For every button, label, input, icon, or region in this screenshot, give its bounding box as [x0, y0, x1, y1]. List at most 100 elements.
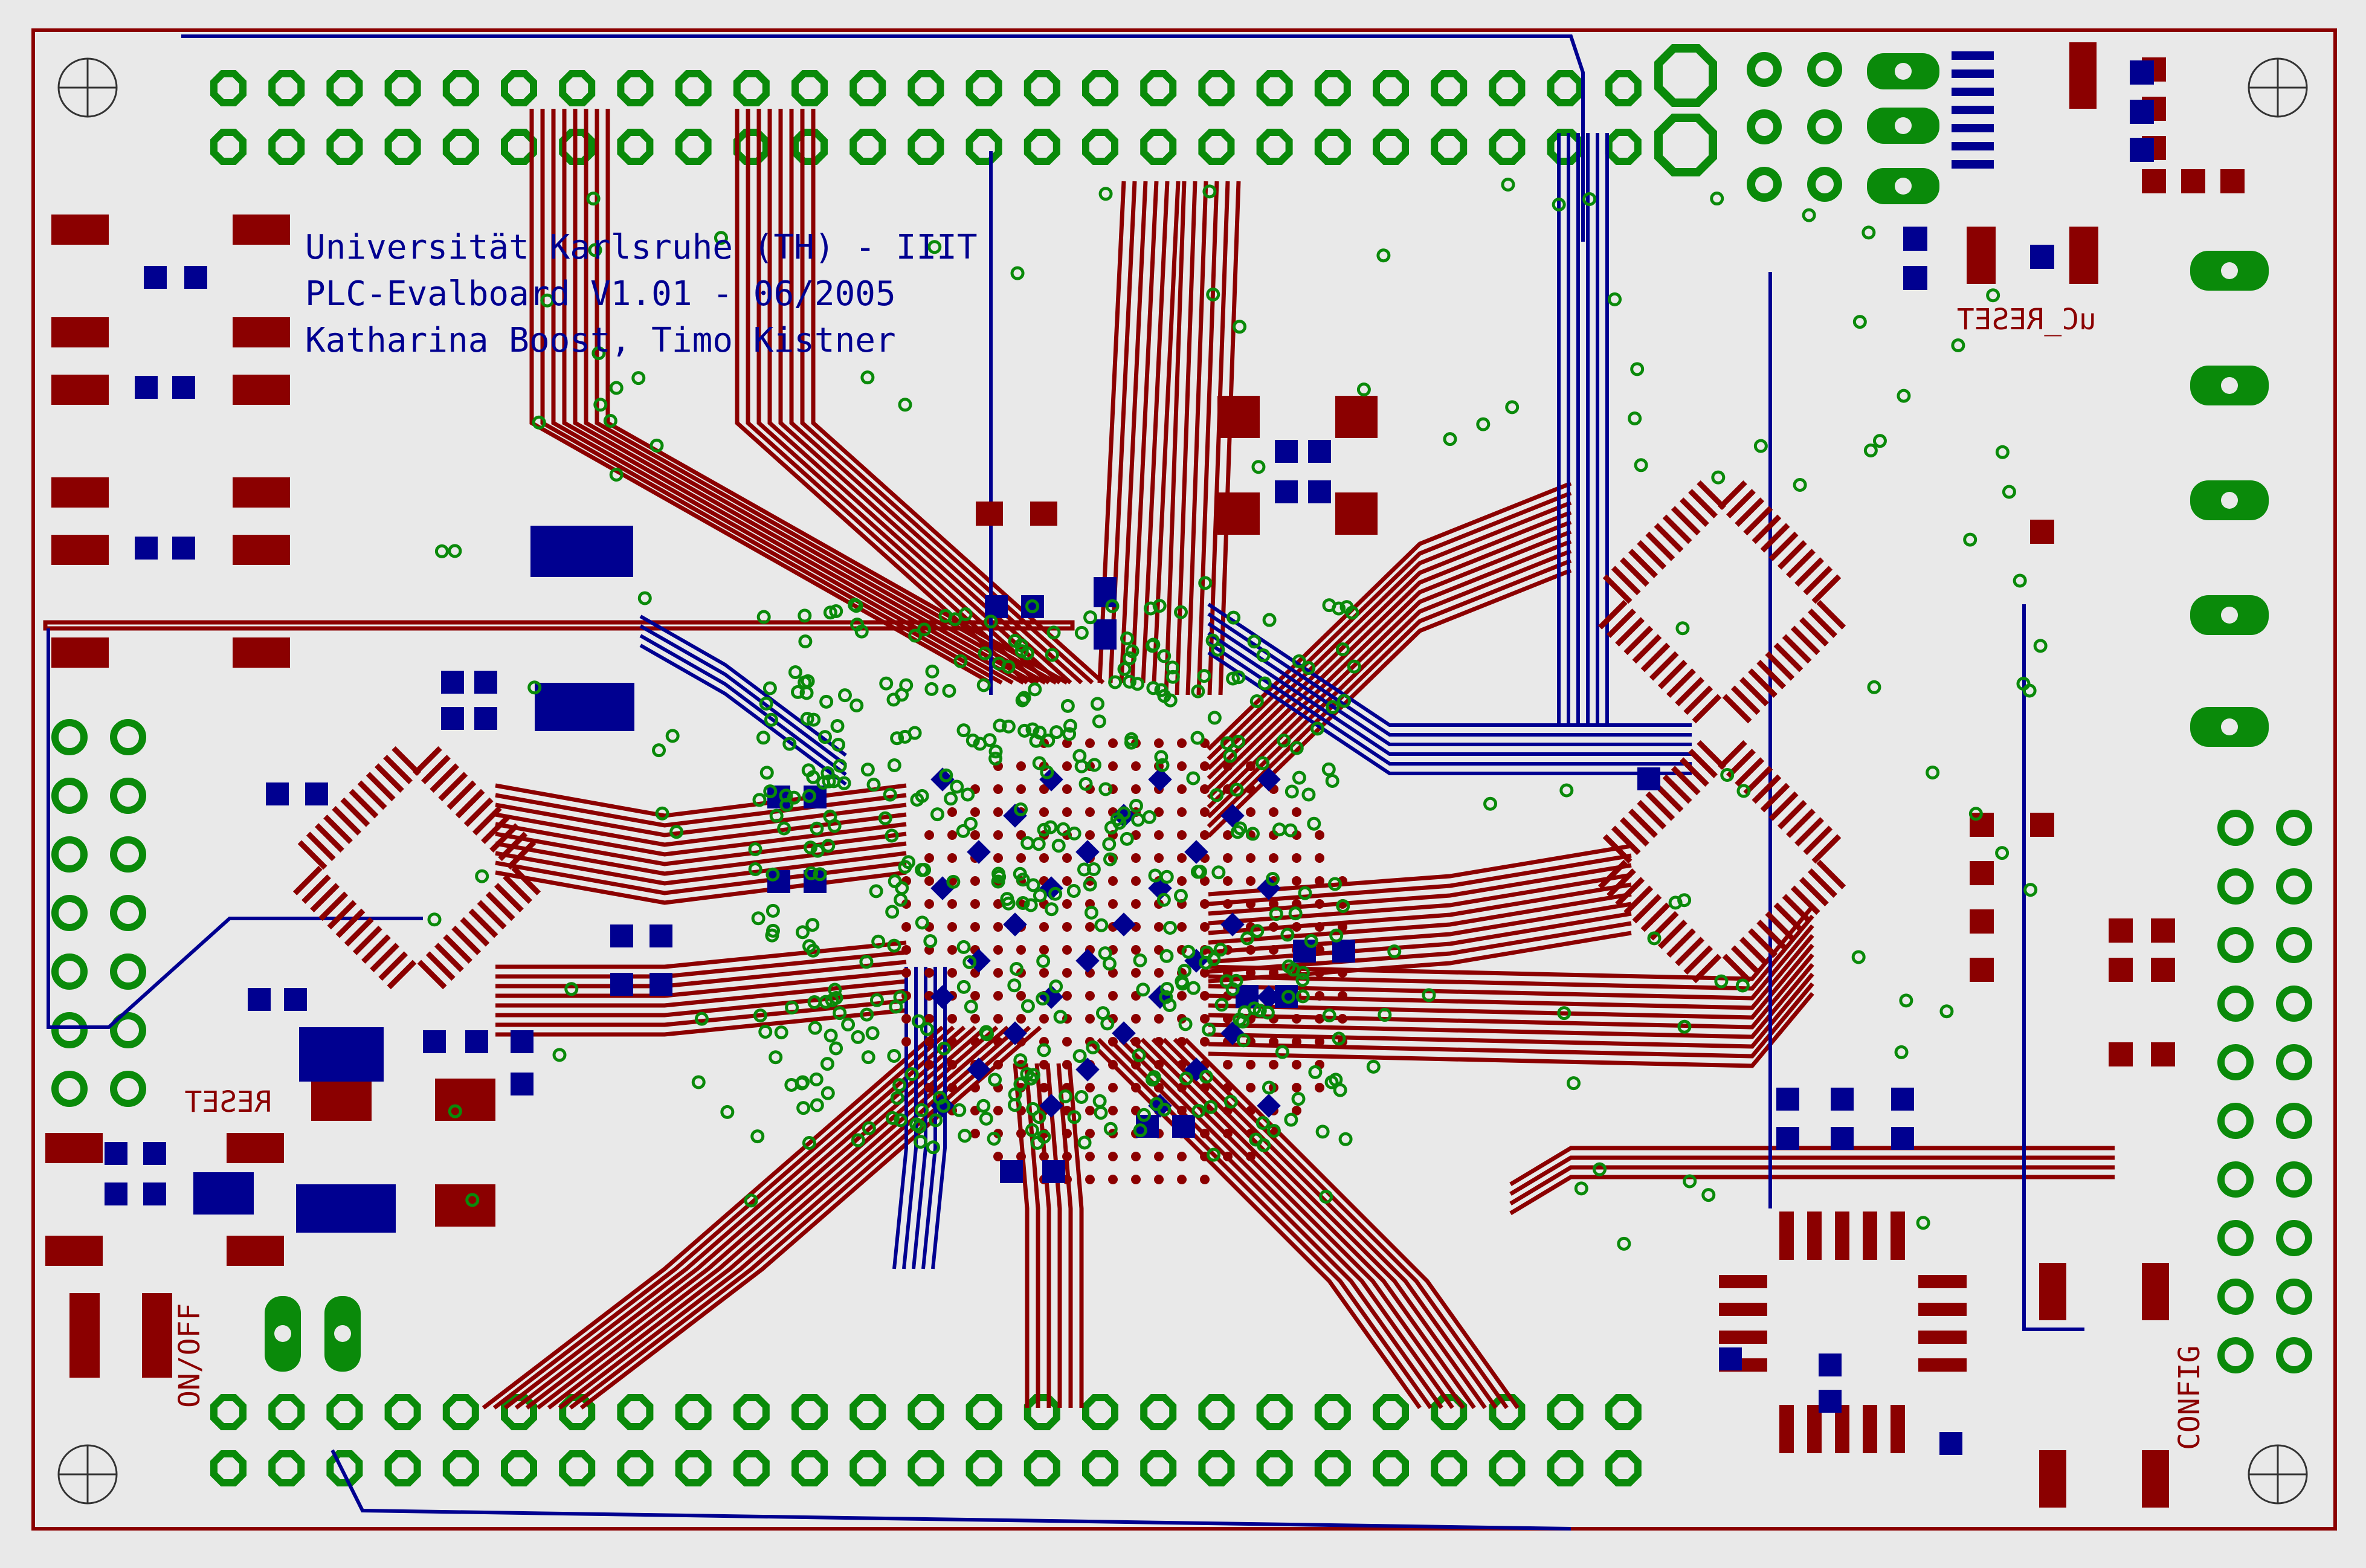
- via: [1894, 1045, 1909, 1059]
- via: [1204, 1100, 1218, 1114]
- trace: [2022, 604, 2084, 1331]
- bga-ball: [1108, 876, 1118, 886]
- header-pin: [2217, 1103, 2254, 1139]
- bga-ball: [1016, 1014, 1026, 1024]
- via: [1029, 734, 1043, 748]
- header-pin: [675, 70, 712, 106]
- qfp-pin: [417, 960, 447, 990]
- qfp-pin: [366, 772, 396, 802]
- qfp-pin: [1794, 557, 1824, 587]
- qfp-pin: [1607, 608, 1636, 638]
- via: [956, 723, 971, 738]
- qfp-pin: [1816, 599, 1846, 630]
- bga-ball: [1177, 1083, 1187, 1092]
- left-header-connector: [51, 719, 146, 1107]
- qfp-pin: [1735, 497, 1765, 528]
- via: [1336, 899, 1350, 913]
- bga-diamond: [1220, 912, 1245, 937]
- header-pin: [268, 70, 305, 106]
- bga-ball: [901, 1014, 911, 1024]
- header-pin: [1314, 70, 1351, 106]
- bga-ball: [1338, 922, 1347, 932]
- bga-ball: [993, 807, 1003, 817]
- header-pin: [110, 1012, 146, 1048]
- via: [912, 1120, 927, 1134]
- qfp-pin: [1748, 928, 1778, 958]
- bga-ball: [1016, 784, 1026, 794]
- bga-ball: [1177, 1152, 1187, 1161]
- qfp-pin: [1811, 574, 1842, 604]
- qfp-pin: [1688, 489, 1718, 518]
- header-pin: [51, 1012, 88, 1048]
- header-pin: [791, 70, 828, 106]
- via: [1181, 944, 1196, 959]
- via: [1701, 1188, 1716, 1202]
- via: [1156, 892, 1171, 907]
- bottom-layer-traces: [47, 34, 2084, 1531]
- trace: [639, 644, 847, 786]
- via: [1628, 411, 1642, 425]
- header-pin: [1198, 1450, 1235, 1486]
- trace: [1208, 931, 1632, 984]
- bga-ball: [1177, 807, 1187, 817]
- via: [1324, 1075, 1339, 1089]
- header-pin: [675, 1394, 712, 1430]
- qfp-pin: [392, 746, 422, 776]
- via: [1251, 460, 1266, 474]
- via: [1227, 610, 1241, 625]
- qfp-pin: [1765, 911, 1795, 941]
- bga-diamond: [967, 840, 991, 864]
- via: [1968, 807, 1983, 821]
- via: [1211, 865, 1226, 880]
- bga-ball: [1131, 853, 1141, 863]
- trace: [1207, 602, 1692, 727]
- trace: [1208, 914, 1814, 991]
- via: [1634, 458, 1648, 473]
- qfp-pin: [310, 883, 340, 913]
- trace: [1151, 1037, 1487, 1410]
- bga-ball: [1062, 1152, 1072, 1161]
- via: [1202, 184, 1217, 199]
- bga-ball: [1200, 899, 1210, 909]
- bga-ball: [1223, 1083, 1233, 1092]
- bga-diamond: [1075, 949, 1100, 973]
- via: [890, 731, 904, 746]
- qfp-pin: [1654, 523, 1684, 553]
- via: [929, 1113, 943, 1128]
- bga-ball: [1177, 784, 1187, 794]
- bga-ball: [924, 876, 934, 886]
- trace: [47, 628, 423, 1029]
- bga-ball: [1085, 807, 1095, 817]
- via: [1157, 1102, 1172, 1117]
- bga-ball: [993, 853, 1003, 863]
- via: [837, 688, 852, 703]
- via: [766, 867, 780, 882]
- qfp-pin: [1722, 953, 1752, 984]
- trace: [43, 620, 1075, 631]
- via: [962, 955, 977, 969]
- header-pin: [1605, 1394, 1642, 1430]
- header-pin: [110, 895, 146, 931]
- header-pin: [1431, 70, 1468, 106]
- via: [1387, 944, 1402, 958]
- qfp-pin: [1790, 885, 1820, 915]
- bga-diamond: [1003, 912, 1027, 937]
- via: [1067, 826, 1081, 840]
- via: [592, 346, 606, 360]
- via: [1262, 1080, 1276, 1095]
- trace: [1164, 181, 1187, 695]
- qfp-pin: [1743, 506, 1773, 536]
- via: [1995, 445, 2010, 459]
- via: [1202, 1022, 1216, 1037]
- trace: [912, 967, 927, 1270]
- via: [893, 1113, 907, 1128]
- via: [1288, 906, 1303, 921]
- via: [609, 381, 624, 395]
- bga-ball: [924, 1060, 934, 1070]
- qfp-pin: [344, 917, 374, 947]
- via: [1332, 601, 1346, 616]
- via: [465, 1193, 480, 1207]
- via: [829, 604, 843, 618]
- via: [1284, 1112, 1298, 1127]
- qfp-pin: [1640, 642, 1671, 673]
